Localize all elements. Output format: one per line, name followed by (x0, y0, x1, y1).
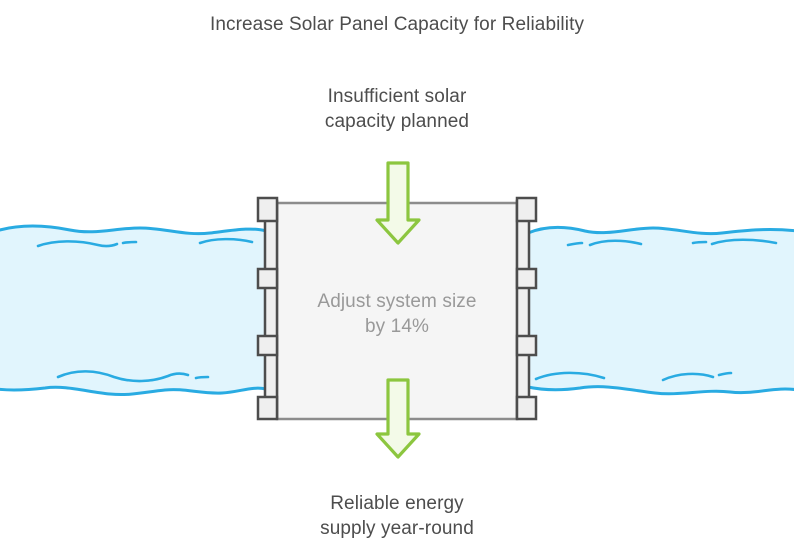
rail-tab (256, 267, 279, 290)
rail-tab (256, 395, 279, 421)
water-band-left (0, 224, 268, 396)
water-right-surface-line (526, 226, 794, 236)
down-arrow-icon (375, 161, 421, 245)
water-left-shore-line (0, 385, 268, 396)
rail-tab (515, 334, 538, 357)
down-arrow-icon (375, 378, 421, 459)
right-mount-rail (515, 196, 538, 421)
water-left-wave-details (36, 237, 254, 383)
water-left-body (0, 226, 266, 395)
water-band-right (526, 226, 794, 396)
rail-tab (515, 196, 538, 223)
rail-bar (263, 199, 279, 420)
rail-bar (515, 199, 531, 420)
water-left-surface-line (0, 224, 268, 236)
water-right-wave-details (534, 238, 778, 382)
rail-tab (515, 267, 538, 290)
rail-tab (256, 196, 279, 223)
left-mount-rail (256, 196, 279, 421)
rail-tab (256, 334, 279, 357)
water-right-body (528, 227, 794, 394)
water-right-shore-line (526, 385, 794, 396)
rail-tab (515, 395, 538, 421)
